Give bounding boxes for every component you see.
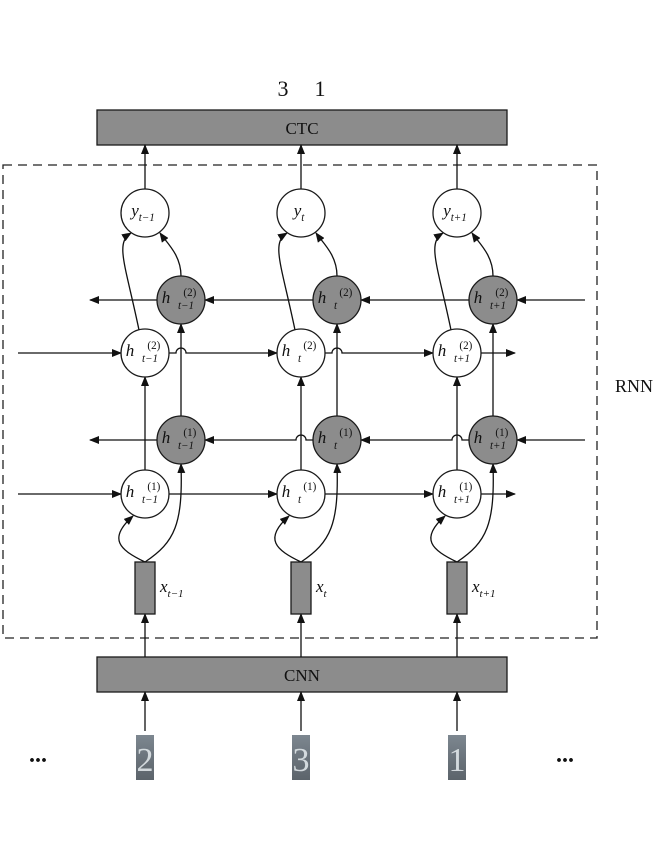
forward-hidden-node-layer2-circle [120,328,170,378]
input-to-forward1-arrow [118,515,146,563]
backward1-link-arrow [360,434,469,444]
node-label: h⃖(2)t [318,287,353,312]
node-label: h⃗(1)t−1 [126,481,161,506]
input-to-forward1-arrow [274,515,302,563]
node-label: h⃗(1)t+1 [438,481,473,506]
backward1-link-arrow [204,434,313,444]
output-node-y-circle [276,188,326,238]
backward-hidden-node-layer2-circle [312,275,362,325]
backward-hidden-node-layer2-circle [156,275,206,325]
backward-hidden-node-layer1: h⃖(1)t−1 [156,415,206,465]
node-label: h⃖(2)t+1 [474,287,509,312]
node-label: yt−1 [129,201,155,224]
digit-image-2: 2 [136,735,154,780]
backward-hidden-node-layer1-circle [156,415,206,465]
node-label: h⃗(2)t+1 [438,340,473,365]
forward-hidden-node-layer1-circle [120,469,170,519]
forward-hidden-node-layer2-circle [276,328,326,378]
output-node-y: yt [276,188,326,238]
input-feature-label: xt [315,577,328,600]
input-feature-box [290,561,312,615]
node-label: yt+1 [441,201,467,224]
svg-text:1: 1 [449,742,466,779]
backward-hidden-node-layer2: h⃖(2)t+1 [468,275,518,325]
input-feature-label: xt+1 [471,577,496,600]
forward-hidden-node-layer2: h⃗(2)t−1 [120,328,170,378]
forward-hidden-node-layer2: h⃗(2)t [276,328,326,378]
cnn-label: CNN [284,666,320,685]
node-label: h⃖(1)t+1 [474,427,509,452]
node-label: h⃗(2)t−1 [126,340,161,365]
output-digit: 3 [278,76,289,101]
forward2-link-arrow [169,347,278,357]
ctc-label: CTC [285,119,318,138]
backward2-to-output-arrow [315,232,338,277]
input-to-forward1-arrow [430,515,458,563]
node-label: h⃗(1)t [282,481,317,506]
backward-hidden-node-layer1-circle [468,415,518,465]
backward2-to-output-arrow [471,232,494,277]
input-to-backward1-arrow [144,463,186,563]
digit-image-3: 3 [292,735,310,780]
backward-hidden-node-layer2: h⃖(2)t−1 [156,275,206,325]
ellipsis-right: ... [556,742,574,768]
forward-hidden-node-layer1: h⃗(1)t+1 [432,469,482,519]
input-to-backward1-arrow [300,463,342,563]
node-label: h⃖(1)t−1 [162,427,197,452]
backward-hidden-node-layer1-circle [312,415,362,465]
forward-hidden-node-layer1-circle [432,469,482,519]
forward-hidden-node-layer1: h⃗(1)t−1 [120,469,170,519]
forward2-link-arrow [325,347,434,357]
output-digit: 1 [315,76,326,101]
backward-hidden-node-layer2: h⃖(2)t [312,275,362,325]
output-node-y: yt−1 [120,188,170,238]
svg-text:3: 3 [293,742,310,779]
node-label: h⃗(2)t [282,340,317,365]
digit-image-1: 1 [448,735,466,780]
forward-hidden-node-layer2-circle [432,328,482,378]
backward2-to-output-arrow [159,232,182,277]
node-label: yt [292,201,306,224]
forward-hidden-node-layer1: h⃗(1)t [276,469,326,519]
output-node-y: yt+1 [432,188,482,238]
input-to-backward1-arrow [456,463,498,563]
forward-hidden-node-layer1-circle [276,469,326,519]
input-feature-label: xt−1 [159,577,184,600]
cnn-box [96,656,508,693]
ctc-box [96,109,508,146]
ellipsis-left: ... [29,742,47,768]
node-label: h⃖(2)t−1 [162,287,197,312]
output-node-y-circle [432,188,482,238]
output-node-y-circle [120,188,170,238]
backward-hidden-node-layer2-circle [468,275,518,325]
rnn-label: RNN [615,376,653,396]
forward2-to-output-arrow [121,232,140,331]
forward2-to-output-arrow [433,232,452,331]
svg-text:2: 2 [137,742,154,779]
forward-hidden-node-layer2: h⃗(2)t+1 [432,328,482,378]
rnn-boundary [2,164,598,639]
input-feature-box [134,561,156,615]
input-feature-box [446,561,468,615]
backward-hidden-node-layer1: h⃖(1)t+1 [468,415,518,465]
forward2-to-output-arrow [277,232,296,331]
node-label: h⃖(1)t [318,427,353,452]
backward-hidden-node-layer1: h⃖(1)t [312,415,362,465]
